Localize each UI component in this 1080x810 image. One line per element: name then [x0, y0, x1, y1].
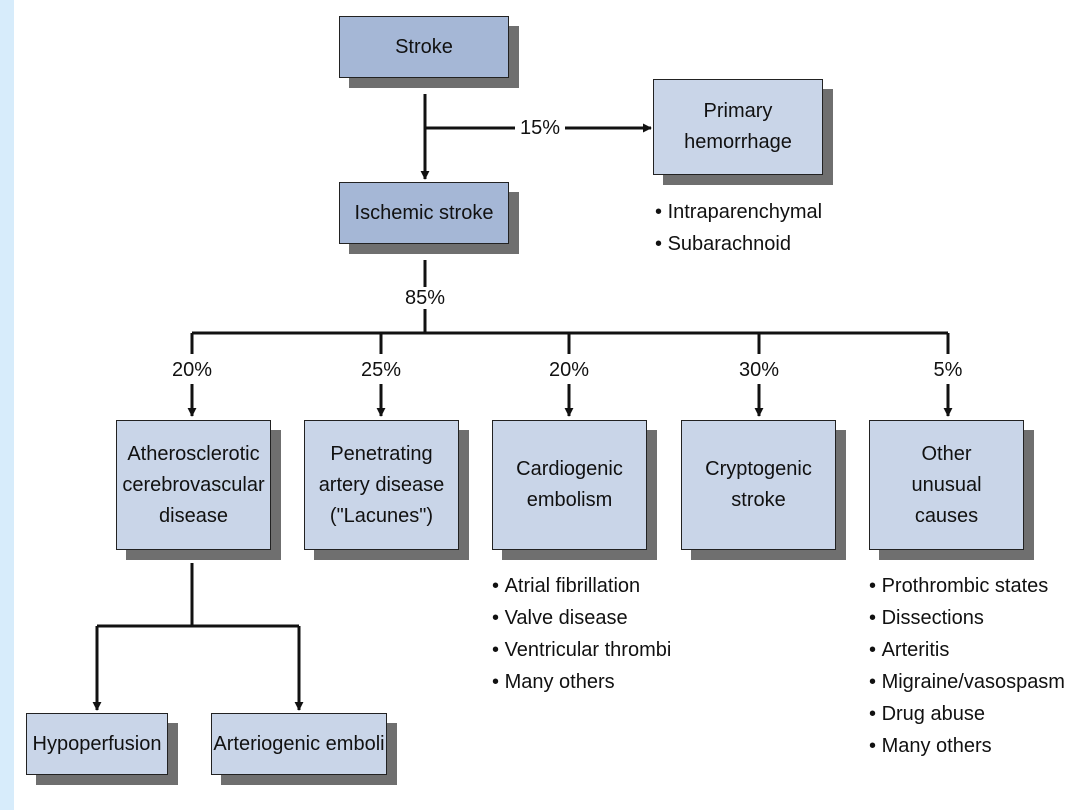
list-item: Dissections [869, 602, 1065, 634]
pct-ischemic: 85% [400, 287, 450, 309]
other-causes-list: Prothrombic states Dissections Arteritis… [869, 570, 1065, 762]
list-item: Many others [492, 666, 671, 698]
list-item: Migraine/vasospasm [869, 666, 1065, 698]
list-item: Many others [869, 730, 1065, 762]
list-item: Subarachnoid [655, 228, 822, 260]
pct-atherosclerotic: 20% [167, 359, 217, 381]
pct-hemorrhage: 15% [515, 117, 565, 139]
node-penetrating-artery: Penetrating artery disease ("Lacunes") [304, 420, 459, 550]
list-item: Atrial fibrillation [492, 570, 671, 602]
side-strip [0, 0, 14, 810]
hemorrhage-types-list: Intraparenchymal Subarachnoid [655, 196, 823, 260]
node-ischemic-stroke: Ischemic stroke [339, 182, 509, 244]
pct-cryptogenic: 30% [734, 359, 784, 381]
node-cardiogenic-embolism: Cardiogenic embolism [492, 420, 647, 550]
pct-cardiogenic: 20% [544, 359, 594, 381]
node-arteriogenic-emboli: Arteriogenic emboli [211, 713, 387, 775]
list-item: Arteritis [869, 634, 1065, 666]
pct-other: 5% [923, 359, 973, 381]
node-hypoperfusion: Hypoperfusion [26, 713, 168, 775]
node-primary-hemorrhage: Primary hemorrhage [653, 79, 823, 175]
cardiogenic-causes-list: Atrial fibrillation Valve disease Ventri… [492, 570, 672, 698]
node-atherosclerotic: Atherosclerotic cerebrovascular disease [116, 420, 271, 550]
pct-penetrating: 25% [356, 359, 406, 381]
list-item: Drug abuse [869, 698, 1065, 730]
node-other-unusual-causes: Other unusual causes [869, 420, 1024, 550]
list-item: Ventricular thrombi [492, 634, 672, 666]
node-stroke: Stroke [339, 16, 509, 78]
list-item: Intraparenchymal [655, 196, 823, 228]
list-item: Prothrombic states [869, 570, 1065, 602]
node-cryptogenic-stroke: Cryptogenic stroke [681, 420, 836, 550]
list-item: Valve disease [492, 602, 671, 634]
